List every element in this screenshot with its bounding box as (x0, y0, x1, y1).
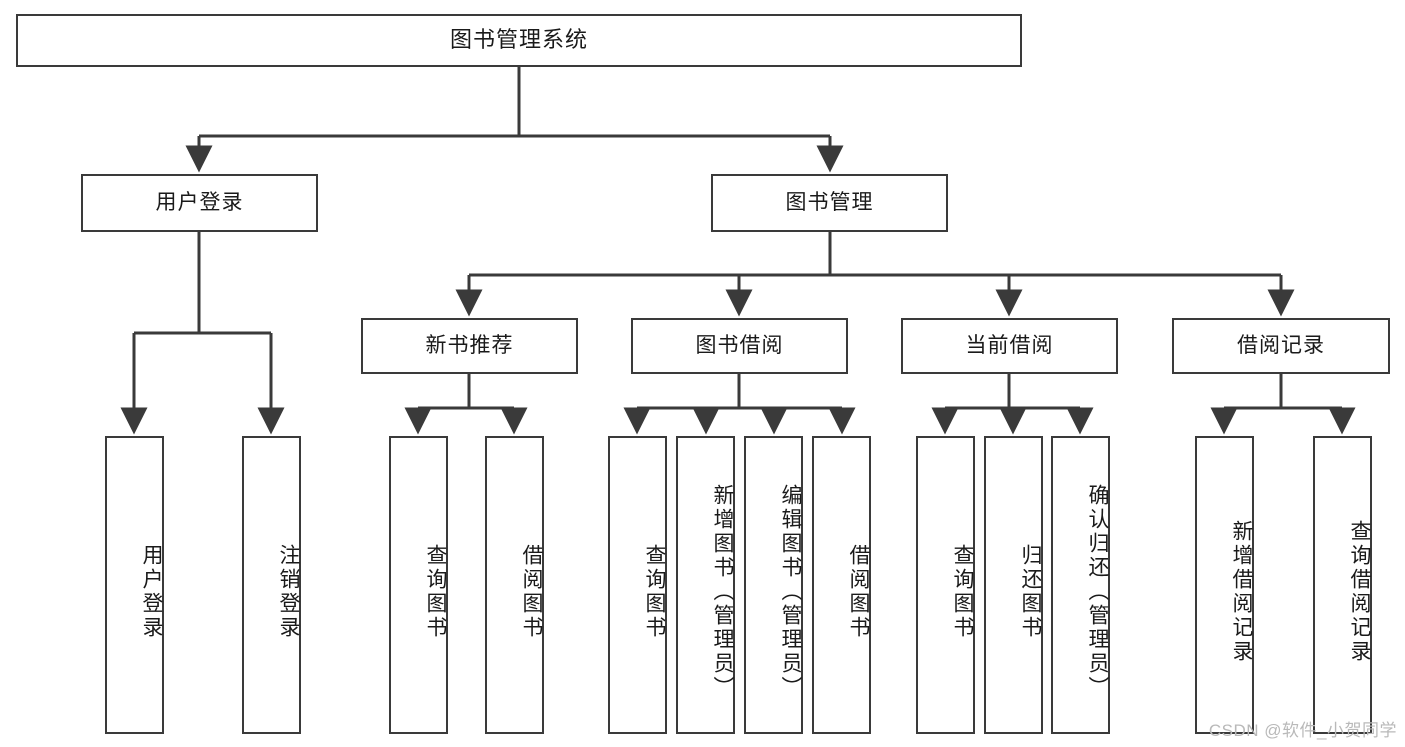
leaf-user-logout[interactable]: 注销登录 (242, 436, 301, 734)
node-label: 图书管理 (785, 191, 874, 215)
node-label: 图书管理系统 (449, 27, 588, 53)
node-new-book-recommendation[interactable]: 新书推荐 (361, 318, 578, 374)
node-label: 查询图书 (643, 544, 666, 640)
node-label: 查询借阅记录 (1348, 520, 1371, 664)
node-label: 借阅记录 (1237, 334, 1325, 358)
node-root-book-management-system[interactable]: 图书管理系统 (16, 14, 1022, 67)
node-user-login[interactable]: 用户登录 (81, 174, 318, 232)
node-label: 编辑图书（管理员） (779, 484, 802, 700)
node-book-borrowing[interactable]: 图书借阅 (631, 318, 848, 374)
node-borrowing-record[interactable]: 借阅记录 (1172, 318, 1390, 374)
leaf-borrow-book-1[interactable]: 借阅图书 (485, 436, 544, 734)
node-label: 确认归还（管理员） (1086, 484, 1109, 700)
node-label: 用户登录 (140, 544, 163, 640)
leaf-borrow-book-2[interactable]: 借阅图书 (812, 436, 871, 734)
csdn-watermark: CSDN @软件_小贺同学 (1208, 721, 1397, 740)
node-label: 借阅图书 (520, 544, 543, 640)
node-label: 归还图书 (1019, 544, 1042, 640)
node-label: 借阅图书 (847, 544, 870, 640)
node-label: 新书推荐 (425, 334, 514, 358)
node-label: 图书借阅 (695, 334, 784, 358)
node-label: 注销登录 (277, 544, 300, 640)
leaf-add-book-admin[interactable]: 新增图书（管理员） (676, 436, 735, 734)
node-current-borrowing[interactable]: 当前借阅 (901, 318, 1118, 374)
leaf-query-book-1[interactable]: 查询图书 (389, 436, 448, 734)
node-label: 查询图书 (424, 544, 447, 640)
leaf-confirm-return-admin[interactable]: 确认归还（管理员） (1051, 436, 1110, 734)
node-label: 查询图书 (951, 544, 974, 640)
leaf-query-book-2[interactable]: 查询图书 (608, 436, 667, 734)
node-label: 用户登录 (155, 191, 244, 215)
node-label: 新增图书（管理员） (711, 484, 734, 700)
node-book-management[interactable]: 图书管理 (711, 174, 948, 232)
leaf-return-book[interactable]: 归还图书 (984, 436, 1043, 734)
leaf-query-book-3[interactable]: 查询图书 (916, 436, 975, 734)
node-label: 当前借阅 (965, 334, 1054, 358)
leaf-add-borrow-record[interactable]: 新增借阅记录 (1195, 436, 1254, 734)
leaf-edit-book-admin[interactable]: 编辑图书（管理员） (744, 436, 803, 734)
leaf-query-borrow-record[interactable]: 查询借阅记录 (1313, 436, 1372, 734)
node-label: 新增借阅记录 (1230, 520, 1253, 664)
leaf-user-login[interactable]: 用户登录 (105, 436, 164, 734)
